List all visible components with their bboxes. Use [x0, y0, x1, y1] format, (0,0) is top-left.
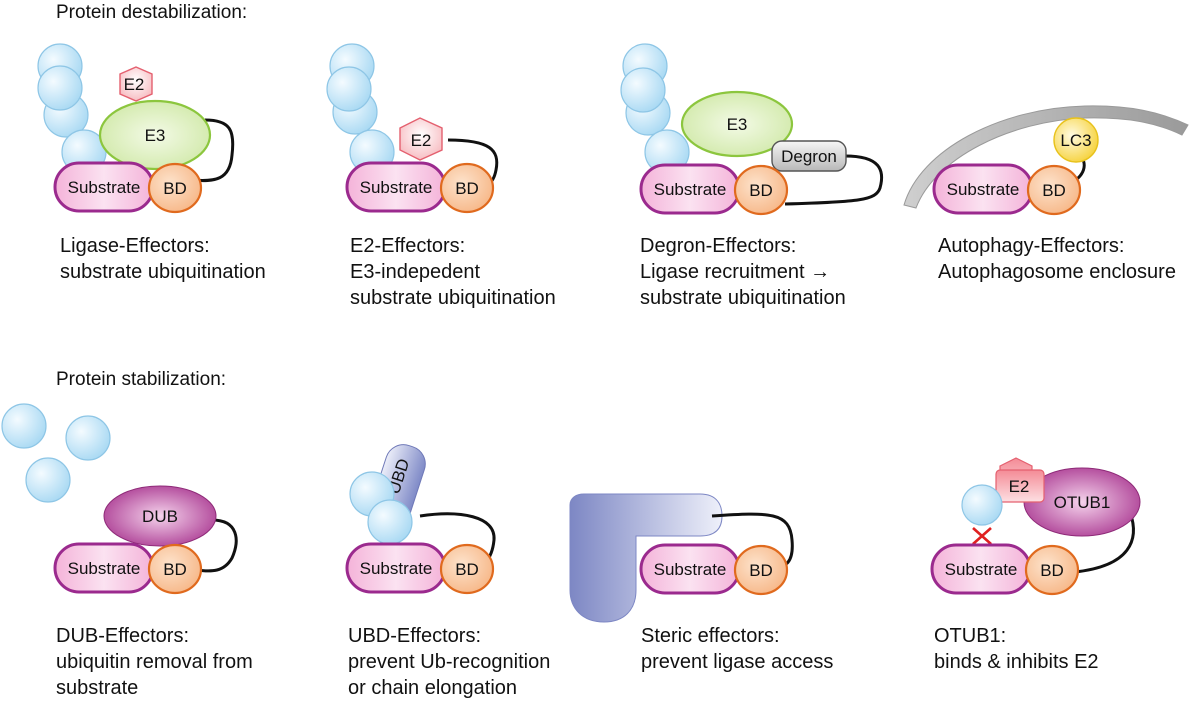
ubiquitin-icon [37, 65, 83, 111]
ubiquitin-icon [961, 484, 1003, 526]
e3-ligase [680, 90, 794, 158]
ubiquitin-icon [1, 403, 47, 449]
substrate-label: Substrate [68, 178, 141, 197]
substrate-label: Substrate [68, 559, 141, 578]
e2-enzyme [119, 66, 153, 102]
substrate-label: Substrate [945, 560, 1018, 579]
e3-label: E3 [727, 115, 748, 134]
substrate-label: Substrate [654, 560, 727, 579]
caption-line-2: Ligase recruitment → [640, 261, 830, 283]
substrate-label: Substrate [360, 178, 433, 197]
binding-domain [439, 162, 495, 214]
dub-enzyme [103, 485, 217, 547]
otub1-label: OTUB1 [1054, 493, 1111, 512]
bd-label: BD [455, 179, 479, 198]
bd-label: BD [163, 179, 187, 198]
ubiquitin-icon [326, 66, 372, 112]
panel-otub1: OTUB1 E2 Substrate BD OTUB1: binds & inh… [930, 457, 1141, 673]
panel-e2-effectors: E2 Substrate BD E2-Effectors: E3-indeped… [326, 43, 556, 309]
binding-domain [733, 164, 789, 216]
bd-label: BD [1042, 181, 1066, 200]
caption-line-2: prevent ligase access [641, 651, 833, 673]
caption-line-1: OTUB1: [934, 625, 1006, 647]
binding-domain [1024, 544, 1080, 596]
caption-line-3: or chain elongation [348, 677, 517, 699]
caption-line-2: Autophagosome enclosure [938, 261, 1176, 283]
binding-domain [147, 162, 203, 214]
caption-line-1: Steric effectors: [641, 625, 780, 647]
binding-domain [1026, 164, 1082, 216]
e2-label: E2 [124, 75, 145, 94]
linker [1074, 511, 1135, 574]
caption-line-3: substrate ubiquitination [640, 287, 846, 309]
linker [784, 154, 884, 206]
caption-line-1: Degron-Effectors: [640, 235, 796, 257]
ubiquitin-icon [25, 457, 71, 503]
panel-degron-effectors: E3 Degron Substrate BD Degron-Effectors:… [620, 43, 884, 309]
panel-steric-effectors: Substrate BD Steric effectors: prevent l… [569, 493, 833, 673]
e2-enzyme [399, 117, 443, 161]
bd-label: BD [749, 181, 773, 200]
caption-line-1: DUB-Effectors: [56, 625, 189, 647]
bd-label: BD [749, 561, 773, 580]
lc3-label: LC3 [1060, 131, 1091, 150]
bd-label: BD [1040, 561, 1064, 580]
panel-autophagy-effectors: LC3 Substrate BD Autophagy-Effectors: Au… [903, 105, 1189, 283]
e3-label: E3 [145, 126, 166, 145]
e3-ligase [98, 99, 212, 171]
binding-domain [147, 543, 203, 595]
caption-line-1: Ligase-Effectors: [60, 235, 210, 257]
caption-line-3: substrate [56, 677, 138, 699]
degron-tag [771, 140, 847, 172]
stabilization-title: Protein stabilization: [56, 369, 226, 390]
caption-line-1: UBD-Effectors: [348, 625, 481, 647]
caption-line-1: E2-Effectors: [350, 235, 465, 257]
e2-label: E2 [411, 131, 432, 150]
caption-line-2: prevent Ub-recognition [348, 651, 550, 673]
bd-label: BD [163, 560, 187, 579]
substrate-label: Substrate [654, 180, 727, 199]
caption-line-3: substrate ubiquitination [350, 287, 556, 309]
substrate-label: Substrate [360, 559, 433, 578]
ubiquitin-icon [620, 67, 666, 113]
e2-label: E2 [1009, 477, 1030, 496]
bd-label: BD [455, 560, 479, 579]
linker [191, 118, 235, 183]
phagophore-membrane [903, 105, 1189, 209]
caption-line-2: ubiquitin removal from [56, 651, 253, 673]
e2-body [995, 469, 1045, 503]
lc3-protein [1053, 117, 1099, 163]
panel-dub-effectors: DUB Substrate BD DUB-Effectors: ubiquiti… [1, 403, 253, 699]
binding-domain [733, 544, 789, 596]
panel-ubd-effectors: UBD Substrate BD UBD-Effectors: prevent … [345, 444, 550, 699]
caption-line-1: Autophagy-Effectors: [938, 235, 1124, 257]
caption-line-2: substrate ubiquitination [60, 261, 266, 283]
binding-domain [439, 543, 495, 595]
steric-blocker [569, 493, 723, 623]
ubiquitin-icon [367, 499, 413, 545]
panel-ligase-effectors: E3 E2 Substrate BD Ligase-Effectors: sub… [37, 43, 266, 283]
ubiquitin-icon [65, 415, 111, 461]
caption-line-2: E3-indepedent [350, 261, 481, 283]
dub-label: DUB [142, 507, 178, 526]
inhibition-x-icon [972, 527, 992, 545]
destabilization-title: Protein destabilization: [56, 2, 247, 23]
caption-line-2: binds & inhibits E2 [934, 651, 1099, 673]
degron-label: Degron [781, 147, 837, 166]
linker [195, 518, 238, 573]
substrate-label: Substrate [947, 180, 1020, 199]
